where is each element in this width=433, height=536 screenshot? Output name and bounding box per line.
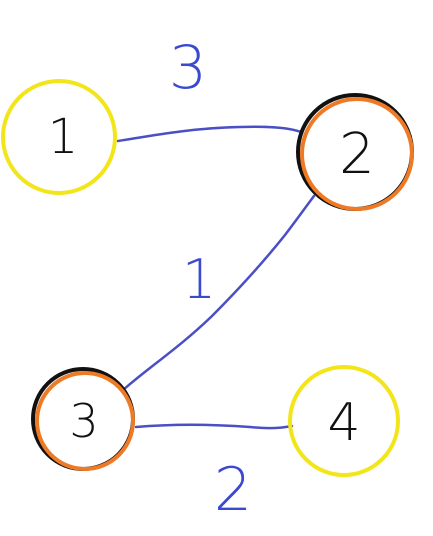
- node-3: 3: [31, 367, 135, 471]
- node-1-ring: [1, 79, 117, 195]
- edge-2-3: [121, 194, 316, 392]
- node-1: 1: [1, 79, 117, 195]
- node-1-label: 1: [48, 109, 79, 165]
- node-4-ring: [288, 365, 400, 477]
- edge-3-4: [134, 423, 294, 430]
- node-4: 4: [288, 365, 400, 477]
- node-2: 2: [296, 93, 414, 211]
- node-2-label: 2: [339, 122, 375, 187]
- node-2-inner-ring: [300, 97, 414, 211]
- edge-3-4-weight: 2: [214, 455, 252, 525]
- node-4-label: 4: [327, 393, 360, 453]
- node-3-label: 3: [69, 394, 98, 448]
- node-3-inner-ring: [35, 371, 135, 471]
- edge-1-2: [116, 125, 303, 143]
- edge-1-2-weight: 3: [169, 33, 207, 103]
- edge-2-3-weight: 1: [182, 248, 216, 311]
